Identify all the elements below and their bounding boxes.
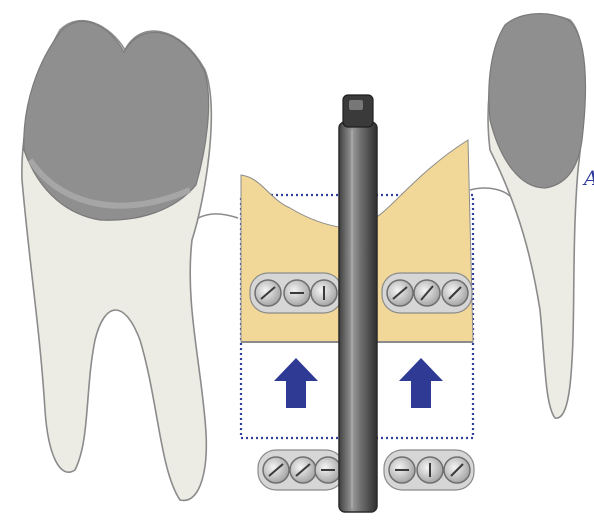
- up-arrow-icon: [399, 358, 443, 408]
- screw-icon: [417, 457, 443, 483]
- screw-icon: [255, 280, 281, 306]
- screw-icon: [263, 457, 289, 483]
- molar-tooth-icon: [22, 21, 211, 501]
- screw-icon: [315, 457, 341, 483]
- screw-icon: [414, 280, 440, 306]
- screw-icon: [444, 457, 470, 483]
- screw-icon: [442, 280, 468, 306]
- screw-icon: [389, 457, 415, 483]
- screw-icon: [387, 280, 413, 306]
- panel-label: A: [584, 166, 594, 190]
- gum-line-right: [470, 188, 512, 198]
- premolar-tooth-icon: [488, 14, 585, 418]
- dental-implant-icon: [339, 95, 377, 512]
- screw-icon: [284, 280, 310, 306]
- screw-icon: [311, 280, 337, 306]
- up-arrow-icon: [274, 358, 318, 408]
- molar-crown: [24, 21, 209, 220]
- screw-icon: [290, 457, 316, 483]
